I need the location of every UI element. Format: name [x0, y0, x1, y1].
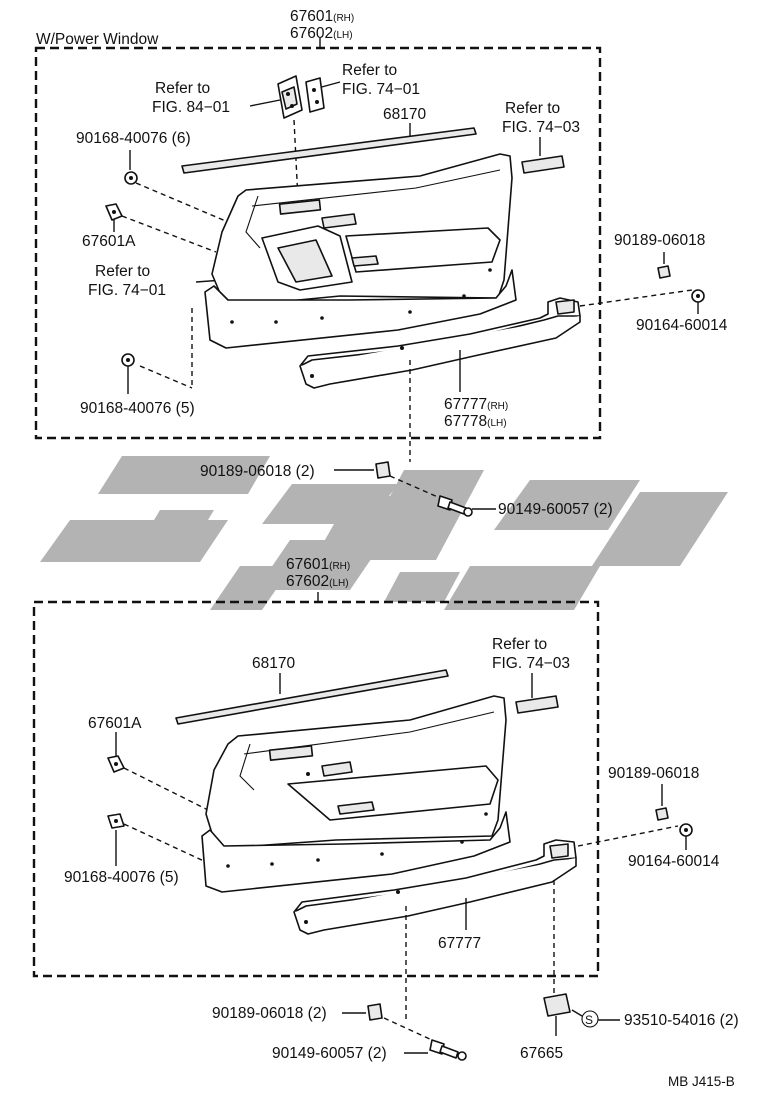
- top-clip-top: [124, 171, 138, 185]
- bottom-nut-label: 90189-06018: [608, 765, 699, 782]
- top-armrest: [299, 297, 581, 389]
- bottom-fastener-label: 67601A: [88, 715, 142, 732]
- top-screw: [691, 289, 705, 303]
- top-clip-bottom: [121, 353, 135, 367]
- refer-84-01-l1: Refer to: [155, 80, 210, 97]
- bottom-fastener: [107, 755, 125, 773]
- top-clip-bottom-label: 90168-40076 (5): [80, 400, 195, 417]
- bottom-nut: [655, 807, 669, 821]
- top-trim-strip: [521, 155, 565, 174]
- bottom-armrest: [293, 839, 577, 935]
- top-nut: [657, 265, 671, 279]
- top-part-lh: 67602(LH): [290, 25, 353, 42]
- mid-bolt-pair-label: 90149-60057 (2): [498, 501, 613, 518]
- bottom-nut-pair-label: 90189-06018 (2): [212, 1005, 327, 1022]
- watermark-logo: [40, 456, 728, 610]
- bottom-cover-label: 67665: [520, 1045, 563, 1062]
- bottom-refer-74-03-l2: FIG. 74−03: [492, 655, 570, 672]
- bottom-refer-74-03-l1: Refer to: [492, 636, 547, 653]
- top-title: W/Power Window: [36, 31, 159, 48]
- bottom-weatherstrip-label: 68170: [252, 655, 295, 672]
- top-clip-top-label: 90168-40076 (6): [76, 130, 191, 147]
- refer-74-01-a-l1: Refer to: [342, 62, 397, 79]
- refer-74-01-a-l2: FIG. 74−01: [342, 81, 420, 98]
- seal-part-label: 93510-54016 (2): [624, 1012, 739, 1029]
- top-section: W/Power Window 67601(RH) 67602(LH) Refer…: [34, 8, 728, 440]
- bottom-section-frame: [32, 600, 600, 978]
- mid-bolt-pair: [437, 495, 473, 517]
- top-armrest-lh: 67778(LH): [444, 413, 507, 430]
- refer-84-01-l2: FIG. 84−01: [152, 99, 230, 116]
- bottom-armrest-label: 67777: [438, 935, 481, 952]
- bottom-loose-parts: 90189-06018 (2) 90149-60057 (2) 67665 S …: [212, 880, 739, 1062]
- middle-connector: 90189-06018 (2) 90149-60057 (2): [200, 360, 613, 518]
- seal-symbol-circle: [581, 1010, 599, 1028]
- bottom-clip-label: 90168-40076 (5): [64, 869, 179, 886]
- bottom-bolt-pair: [429, 1039, 467, 1061]
- top-refer-74-03-l2: FIG. 74−03: [502, 119, 580, 136]
- refer-74-01-b-l1: Refer to: [95, 263, 150, 280]
- top-door-trim-panel: [204, 153, 517, 349]
- bottom-part-lh: 67602(LH): [286, 573, 349, 590]
- top-weatherstrip: [181, 127, 477, 174]
- bottom-clip: [107, 813, 125, 829]
- top-armrest-rh: 67777(RH): [444, 396, 508, 413]
- bottom-door-trim-panel: [201, 695, 511, 893]
- top-refer-74-03-l1: Refer to: [505, 100, 560, 117]
- bottom-weatherstrip: [175, 669, 449, 725]
- refer-74-01-b-l2: FIG. 74−01: [88, 282, 166, 299]
- bottom-screw: [679, 823, 693, 837]
- bottom-section: 67601(RH) 67602(LH) 68170 Refer to FIG. …: [32, 556, 720, 978]
- mid-nut-pair: [375, 461, 391, 479]
- footer-code: MB J415-B: [668, 1074, 735, 1089]
- top-screw-label: 90164-60014: [636, 317, 728, 334]
- bottom-nut-pair: [367, 1003, 383, 1021]
- seal-symbol: S: [585, 1013, 593, 1027]
- top-section-frame: [34, 46, 602, 440]
- top-nut-label: 90189-06018: [614, 232, 705, 249]
- top-fastener-label: 67601A: [82, 233, 136, 250]
- bottom-part-rh: 67601(RH): [286, 556, 350, 573]
- bottom-bolt-pair-label: 90149-60057 (2): [272, 1045, 387, 1062]
- top-part-rh: 67601(RH): [290, 8, 354, 25]
- window-switch-bracket: [277, 75, 303, 119]
- top-weatherstrip-label: 68170: [383, 106, 426, 123]
- bottom-trim-strip: [515, 695, 559, 714]
- top-fastener: [105, 203, 123, 221]
- switch-cover-bracket: [305, 77, 325, 113]
- mid-nut-pair-label: 90189-06018 (2): [200, 463, 315, 480]
- bottom-screw-label: 90164-60014: [628, 853, 720, 870]
- bottom-cover: [543, 993, 571, 1017]
